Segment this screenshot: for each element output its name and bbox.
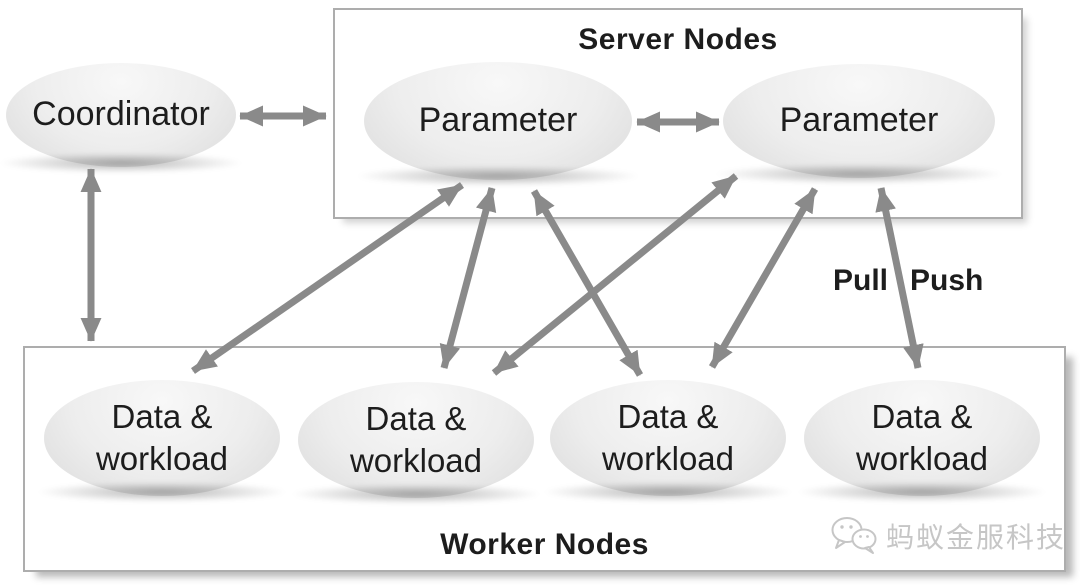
parameter-node-1: Parameter xyxy=(364,62,632,180)
worker-node-2: Data & workload xyxy=(298,382,534,498)
wechat-icon xyxy=(831,517,877,554)
pull-label: Pull xyxy=(833,264,889,297)
coordinator-node: Coordinator xyxy=(6,63,236,167)
parameter-1-label: Parameter xyxy=(418,101,578,140)
parameter-node-2: Parameter xyxy=(723,64,995,178)
worker-node-4: Data & workload xyxy=(804,380,1040,496)
worker-node-1: Data & workload xyxy=(44,380,280,496)
pull-push-label: Pull Push xyxy=(833,264,983,298)
push-label: Push xyxy=(910,264,984,297)
worker-node-3: Data & workload xyxy=(550,380,786,496)
server-nodes-title: Server Nodes xyxy=(578,23,778,56)
watermark-text: 蚂蚁金服科技 xyxy=(886,522,1067,553)
parameter-2-label: Parameter xyxy=(779,101,939,140)
coordinator-label: Coordinator xyxy=(32,95,210,134)
watermark: 蚂蚁金服科技 xyxy=(830,516,1066,556)
worker-1-label: Data & workload xyxy=(95,397,229,477)
worker-4-label: Data & workload xyxy=(855,397,989,477)
worker-2-label: Data & workload xyxy=(349,399,483,479)
worker-nodes-title: Worker Nodes xyxy=(440,528,649,561)
worker-3-label: Data & workload xyxy=(601,397,735,477)
